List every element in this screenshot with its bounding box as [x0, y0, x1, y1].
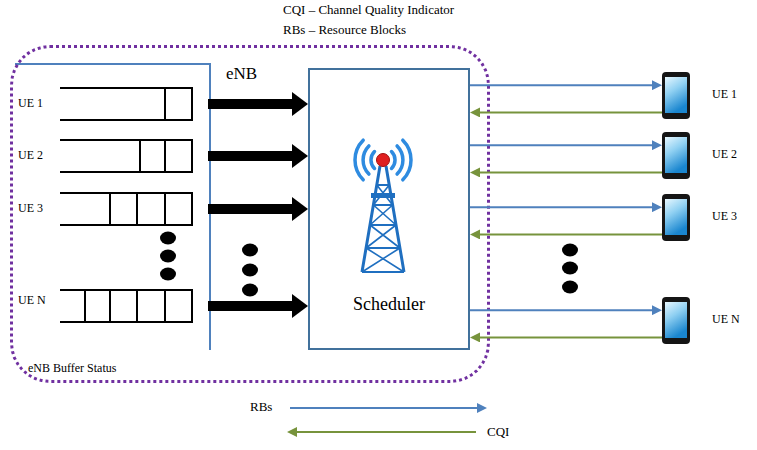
node-label: UE N	[18, 294, 60, 308]
legend-arrow	[290, 407, 477, 409]
tower-bars	[362, 185, 404, 272]
node-label: Scheduler	[310, 294, 468, 315]
signal-arc	[392, 152, 396, 169]
rb-arrow	[470, 309, 652, 311]
buffer-outline	[15, 64, 210, 350]
cqi-arrow	[480, 111, 662, 113]
node-label: eNB Buffer Status	[28, 362, 203, 376]
phone-body	[662, 194, 690, 241]
dot	[242, 244, 258, 257]
dot	[562, 281, 578, 294]
signal-arcs	[355, 140, 411, 180]
buffer-feed-arrow	[208, 151, 292, 161]
signal-arc	[397, 146, 403, 174]
phone-screen	[665, 302, 687, 338]
legend-label: CQI	[487, 425, 527, 440]
phone-screen	[665, 137, 687, 173]
enb-boundary: eNB eNB Buffer Status UE 1 UE 2 UE 3 UE N Sche…	[10, 45, 490, 383]
abbreviation-note: CQI – Channel Quality Indicator	[283, 3, 563, 18]
ue-queue: UE 1	[17, 88, 208, 120]
phone-body	[662, 297, 690, 344]
ue-phone: UE 3	[662, 194, 752, 241]
dot	[160, 232, 176, 245]
phone-screen	[665, 77, 687, 113]
ellipsis-dots	[160, 232, 578, 297]
signal-arc	[355, 140, 363, 180]
dot	[160, 250, 176, 263]
queue-shape	[60, 290, 192, 322]
node-label: UE 3	[712, 210, 757, 224]
buffer-feed-arrow	[208, 301, 292, 311]
queue-outlines	[60, 88, 192, 322]
ue-queue: UE 3	[17, 193, 208, 225]
ue-phone: UE 1	[662, 72, 752, 119]
legend-arrow	[297, 431, 476, 433]
tower-icon	[355, 140, 411, 272]
rb-arrow	[470, 206, 652, 208]
cqi-arrow	[480, 171, 662, 173]
tower-platform	[371, 193, 395, 198]
buffer-area: eNB Buffer Status UE 1 UE 2 UE 3 UE N	[15, 64, 211, 380]
ue-phone: UE N	[662, 297, 752, 344]
antenna-ball	[377, 154, 390, 167]
abbreviation-note: RBs – Resource Blocks	[283, 23, 563, 38]
dot	[562, 262, 578, 275]
dot	[242, 264, 258, 277]
queue-shape	[60, 88, 192, 120]
buffer-feed-arrow	[208, 99, 292, 109]
tower-braces	[362, 185, 404, 272]
node-label: eNB	[226, 64, 296, 84]
node-label: UE 3	[18, 202, 60, 216]
dot	[242, 284, 258, 297]
node-label: UE N	[712, 313, 757, 327]
legend-label: RBs	[250, 400, 290, 415]
rb-arrow	[470, 84, 652, 86]
dot	[562, 244, 578, 257]
ue-phone: UE 2	[662, 132, 752, 179]
tower-legs	[362, 166, 404, 272]
buffer-feed-arrow	[208, 204, 292, 214]
queue-shape	[60, 193, 192, 225]
scheduler-box: Scheduler	[308, 68, 470, 350]
dot	[160, 268, 176, 281]
ue-queue: UE N	[17, 290, 208, 322]
node-label: UE 1	[712, 88, 757, 102]
cqi-arrow	[480, 233, 662, 235]
tower-lattice	[362, 166, 404, 272]
cqi-arrow	[480, 336, 662, 338]
node-label: UE 1	[18, 97, 60, 111]
signal-arc	[371, 152, 375, 169]
queue-shape	[60, 140, 192, 172]
phone-screen	[665, 199, 687, 235]
signal-arc	[403, 140, 411, 180]
rb-arrow	[470, 144, 652, 146]
phones	[662, 72, 690, 344]
node-label: UE 2	[18, 149, 60, 163]
phone-body	[662, 72, 690, 119]
node-label: UE 2	[712, 148, 757, 162]
ue-queue: UE 2	[17, 140, 208, 172]
signal-arc	[363, 146, 369, 174]
phone-body	[662, 132, 690, 179]
